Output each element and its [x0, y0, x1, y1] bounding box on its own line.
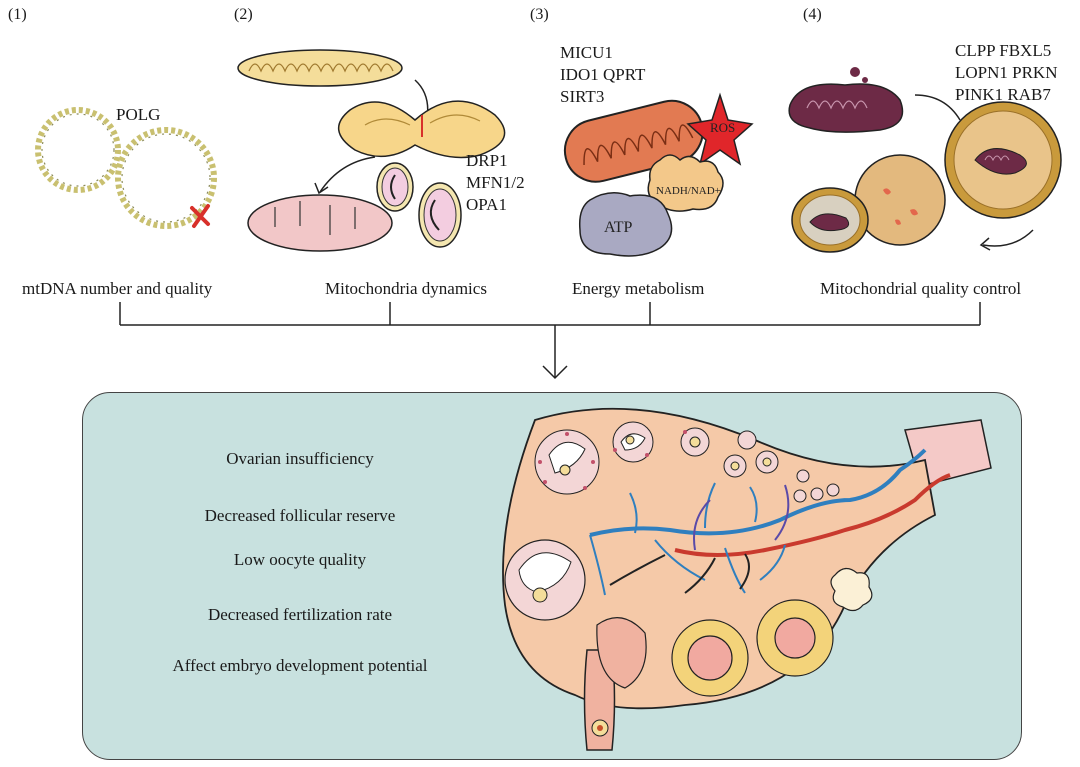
atp-label: ATP [604, 219, 633, 236]
gene-label: PINK1 RAB7 [955, 85, 1051, 104]
panel-3-genes: MICU1 IDO1 QPRT SIRT3 [560, 42, 645, 108]
mitochondrial-quality-control-illustration [788, 67, 1062, 253]
mutation-cross-icon [190, 204, 210, 228]
gene-label: OPA1 [466, 195, 507, 214]
effect-item: Decreased follicular reserve [204, 506, 396, 525]
panel-2-number: (2) [234, 6, 253, 23]
energy-metabolism-illustration: ROS NADH/NAD+ ATP [563, 92, 754, 257]
ros-label: ROS [710, 120, 735, 135]
gene-label: SIRT3 [560, 87, 605, 106]
panel-1-caption: mtDNA number and quality [22, 279, 213, 298]
panel-2-caption: Mitochondria dynamics [325, 279, 487, 298]
ovary-illustration [502, 407, 992, 751]
panel-1-number: (1) [8, 6, 27, 23]
gene-label: LOPN1 PRKN [955, 63, 1058, 82]
mtdna-circles-illustration [35, 107, 217, 229]
effect-item: Ovarian insufficiency [226, 449, 374, 468]
panel-4-number: (4) [803, 6, 822, 23]
gene-label: CLPP FBXL5 [955, 41, 1052, 60]
gene-label: DRP1 [466, 151, 508, 170]
effect-item: Low oocyte quality [233, 550, 367, 569]
gene-label: MFN1/2 [466, 173, 525, 192]
panel-1-gene: POLG [116, 105, 161, 124]
connector-bracket [119, 302, 981, 380]
panel-2-genes: DRP1 MFN1/2 OPA1 [466, 150, 525, 216]
gene-label: IDO1 QPRT [560, 65, 646, 84]
gene-label: MICU1 [560, 43, 613, 62]
nadh-label: NADH/NAD+ [656, 185, 721, 197]
effect-item: Decreased fertilization rate [207, 605, 393, 624]
effect-item: Affect embryo development potential [172, 656, 428, 675]
panel-4-caption: Mitochondrial quality control [820, 279, 1022, 298]
down-arrow-icon [542, 365, 568, 380]
mitochondria-dynamics-illustration [237, 49, 506, 252]
panel-4-genes: CLPP FBXL5 LOPN1 PRKN PINK1 RAB7 [955, 40, 1058, 106]
panel-3-caption: Energy metabolism [572, 279, 705, 298]
panel-3-number: (3) [530, 6, 549, 23]
